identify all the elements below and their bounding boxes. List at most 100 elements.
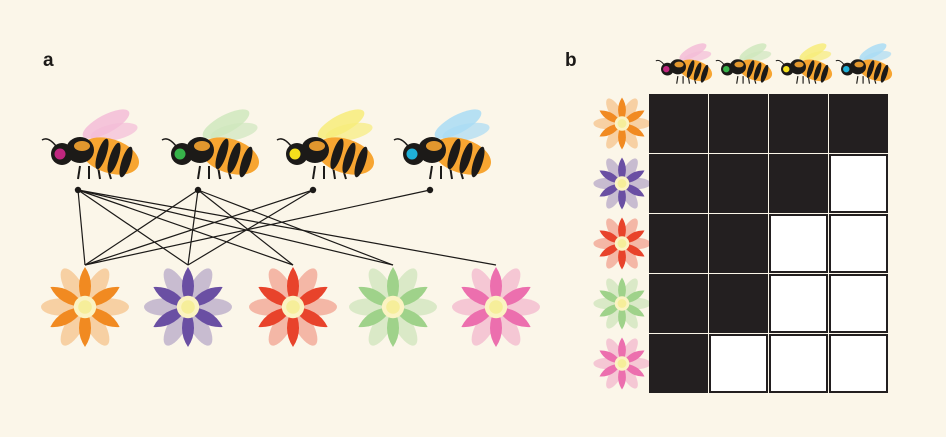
bee-antenna xyxy=(715,59,725,65)
bee-stripe xyxy=(227,142,241,174)
bee-leg xyxy=(77,165,81,180)
bee-stripe xyxy=(760,64,769,83)
matrix-cell-filled xyxy=(649,154,708,213)
matrix-cell-empty xyxy=(829,214,888,273)
bee-head xyxy=(781,62,794,76)
bee-wing xyxy=(803,51,832,62)
bee-stripe xyxy=(753,62,762,81)
bee-thorax-band xyxy=(426,141,442,151)
flower-center-inner xyxy=(286,300,300,314)
matrix-cell-empty xyxy=(709,334,768,393)
network-edge xyxy=(187,189,314,266)
bee-leg xyxy=(312,165,316,180)
flower-center-inner xyxy=(617,299,627,308)
panel-a-network xyxy=(41,109,540,347)
bee-node xyxy=(74,186,82,194)
bee-tag xyxy=(54,148,66,160)
bee-stripe xyxy=(813,62,822,81)
bee-wing xyxy=(90,122,138,142)
bee-wing xyxy=(442,122,490,142)
flower-center-inner xyxy=(617,239,627,248)
bee-thorax-band xyxy=(854,61,864,68)
bee-thorax-band xyxy=(674,61,684,68)
network-edge xyxy=(187,189,199,266)
bee-tag xyxy=(783,65,790,73)
purple-flower-row-icon xyxy=(593,157,651,210)
matrix-cell-filled xyxy=(829,94,888,153)
bee-leg xyxy=(856,76,859,84)
bee-wing xyxy=(325,122,373,142)
network-edge xyxy=(84,189,431,266)
panel-a-label: a xyxy=(43,50,54,71)
bee-wing xyxy=(683,51,712,62)
bee-stripe xyxy=(471,146,485,178)
network-edge xyxy=(197,189,294,266)
bee-antenna xyxy=(835,59,845,65)
bee-stripe xyxy=(330,138,344,170)
network-edge xyxy=(77,189,189,266)
bee-leg xyxy=(429,165,433,180)
matrix-cell-filled xyxy=(709,214,768,273)
network-edge xyxy=(84,189,314,266)
bee-head xyxy=(841,62,854,76)
bee-antenna xyxy=(655,59,665,65)
bee-thorax-band xyxy=(309,141,325,151)
matrix-cell-filled xyxy=(649,214,708,273)
bee-wing xyxy=(210,122,258,142)
bee-antenna xyxy=(276,138,292,147)
bee-tag xyxy=(289,148,301,160)
matrix-cell-filled xyxy=(709,94,768,153)
bee-stripe xyxy=(746,60,755,79)
bee-stripe xyxy=(119,146,133,178)
network-edge xyxy=(77,189,497,266)
bee-stripe xyxy=(215,138,229,170)
bee-3-icon xyxy=(276,109,375,180)
pink-flower-row-icon xyxy=(593,337,651,390)
bee-thorax-band xyxy=(194,141,210,151)
matrix-cell-filled xyxy=(769,94,828,153)
bee-tag xyxy=(406,148,418,160)
red-flower-row-icon xyxy=(593,217,651,270)
flower-center-inner xyxy=(181,300,195,314)
bee-stripe xyxy=(700,64,709,83)
bee-stripe xyxy=(820,64,829,83)
orange-flower-icon xyxy=(41,267,129,347)
network-edge xyxy=(77,189,294,266)
network-edge xyxy=(77,189,86,266)
matrix-cell-empty xyxy=(769,214,828,273)
green-flower-icon xyxy=(349,267,437,347)
bee-stripe xyxy=(354,146,368,178)
bee-1-icon xyxy=(655,43,713,84)
bee-1-icon xyxy=(41,109,140,180)
bee-stripe xyxy=(806,60,815,79)
matrix-cell-empty xyxy=(829,274,888,333)
pink-flower-icon xyxy=(452,267,540,347)
bee-tag xyxy=(174,148,186,160)
network-edge xyxy=(77,189,394,266)
matrix-cell-filled xyxy=(709,274,768,333)
bee-antenna xyxy=(41,138,57,147)
bee-node xyxy=(426,186,434,194)
bee-antenna xyxy=(393,138,409,147)
matrix-cell-filled xyxy=(709,154,768,213)
orange-flower-row-icon xyxy=(593,97,651,150)
bee-tag xyxy=(723,65,730,73)
bee-tag xyxy=(843,65,850,73)
green-flower-row-icon xyxy=(593,277,651,330)
bee-tag xyxy=(663,65,670,73)
matrix-cell-filled xyxy=(649,94,708,153)
purple-flower-icon xyxy=(144,267,232,347)
bee-head xyxy=(721,62,734,76)
flower-center-inner xyxy=(386,300,400,314)
bee-stripe xyxy=(873,62,882,81)
flower-center-inner xyxy=(78,300,92,314)
network-edge xyxy=(84,189,199,266)
flower-center-inner xyxy=(617,359,627,368)
bee-stripe xyxy=(342,142,356,174)
flower-center-inner xyxy=(489,300,503,314)
network-edge xyxy=(197,189,394,266)
panel-b-label: b xyxy=(565,50,577,71)
bee-thorax-band xyxy=(734,61,744,68)
